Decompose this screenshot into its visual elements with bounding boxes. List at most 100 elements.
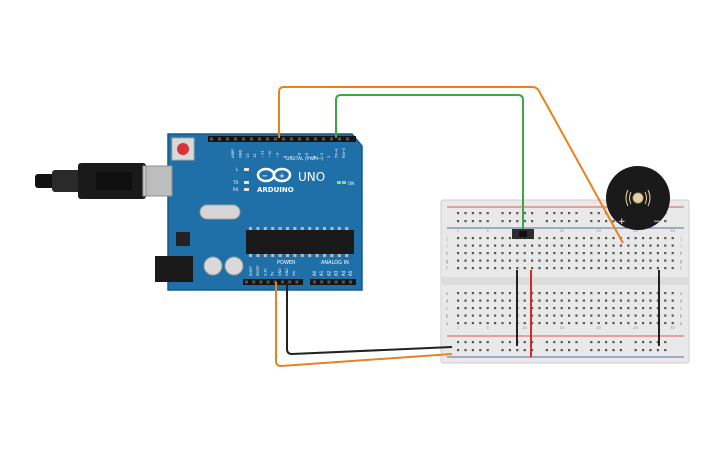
terminal-hole (656, 307, 659, 310)
push-switch[interactable] (512, 229, 534, 239)
terminal-hole (471, 299, 474, 302)
terminal-hole (531, 307, 534, 310)
terminal-hole (590, 259, 593, 262)
power-label: POWER (277, 260, 296, 266)
reset-button[interactable] (177, 143, 189, 155)
rail-hole (508, 212, 511, 215)
chip-pin (337, 254, 341, 257)
header-hole (210, 137, 213, 141)
terminal-hole (656, 237, 659, 240)
terminal-hole (664, 252, 667, 255)
rail-hole (457, 341, 460, 344)
terminal-hole (575, 292, 578, 295)
terminal-hole (642, 252, 645, 255)
usb-cable[interactable] (35, 163, 170, 199)
rail-hole (560, 341, 563, 344)
terminal-hole (568, 252, 571, 255)
row-letter: c (680, 306, 682, 311)
terminal-hole (494, 244, 497, 247)
column-number: 5 (486, 326, 488, 330)
row-letter: g (680, 259, 683, 264)
chip-pin (315, 254, 319, 257)
digital-pin-label: 8 (283, 155, 287, 158)
terminal-hole (538, 322, 541, 325)
terminal-hole (464, 259, 467, 262)
terminal-hole (464, 267, 467, 270)
terminal-hole (560, 307, 563, 310)
chip-pin (263, 227, 267, 230)
piezo-buzzer[interactable]: + − (606, 166, 670, 230)
wire-orange-signal[interactable] (278, 86, 624, 244)
terminal-hole (612, 322, 615, 325)
terminal-hole (642, 314, 645, 317)
terminal-hole (560, 244, 563, 247)
terminal-hole (656, 299, 659, 302)
analog-label: ANALOG IN (321, 260, 349, 266)
terminal-hole (568, 237, 571, 240)
terminal-hole (627, 267, 630, 270)
terminal-hole (671, 244, 674, 247)
rail-hole (553, 341, 556, 344)
column-number: 30 (670, 326, 675, 330)
terminal-hole (523, 322, 526, 325)
rail-hole (523, 349, 526, 352)
terminal-hole (545, 244, 548, 247)
analog-pin-label: A3 (334, 270, 339, 276)
led-tx-label: TX (232, 180, 238, 185)
terminal-hole (575, 299, 578, 302)
wires (275, 86, 660, 368)
usb-plug-grip (96, 172, 132, 190)
rail-hole (545, 349, 548, 352)
terminal-hole (560, 267, 563, 270)
sound-wave-right-icon (647, 189, 651, 207)
row-letter: e (680, 291, 683, 296)
wire-black-gnd[interactable] (286, 282, 453, 356)
rail-hole (479, 349, 482, 352)
terminal-hole (575, 307, 578, 310)
voltage-regulator (176, 232, 190, 246)
terminal-hole (671, 267, 674, 270)
wire-green[interactable] (335, 94, 524, 235)
terminal-hole (568, 307, 571, 310)
chip-pin (286, 254, 289, 257)
capacitor-1 (203, 256, 223, 276)
rail-hole (464, 220, 467, 223)
terminal-hole (464, 252, 467, 255)
header-hole (290, 137, 293, 141)
terminal-hole (501, 299, 504, 302)
rail-hole (649, 341, 652, 344)
rail-hole (479, 341, 482, 344)
terminal-hole (531, 244, 534, 247)
wire-orange-power[interactable] (275, 282, 453, 368)
terminal-hole (597, 237, 600, 240)
terminal-hole (464, 237, 467, 240)
chip-pin (330, 227, 334, 230)
header-hole (252, 280, 256, 284)
digital-pin-label: 13 (246, 153, 250, 158)
rail-hole (619, 341, 622, 344)
on-label: ON (348, 181, 354, 186)
terminal-hole (582, 237, 585, 240)
terminal-hole (568, 292, 571, 295)
terminal-hole (501, 292, 504, 295)
terminal-hole (582, 307, 585, 310)
on-led (337, 181, 341, 184)
terminal-hole (582, 299, 585, 302)
header-hole (258, 137, 261, 141)
terminal-hole (664, 244, 667, 247)
header-hole (306, 137, 309, 141)
terminal-hole (642, 292, 645, 295)
chip-pin (323, 227, 326, 230)
rail-hole (464, 349, 467, 352)
terminal-hole (582, 292, 585, 295)
terminal-hole (634, 292, 637, 295)
terminal-hole (516, 267, 519, 270)
terminal-hole (479, 252, 482, 255)
digital-pin-label: ~9 (275, 152, 279, 158)
header-hole (327, 280, 331, 284)
chip-pin (271, 227, 275, 230)
terminal-hole (457, 244, 460, 247)
